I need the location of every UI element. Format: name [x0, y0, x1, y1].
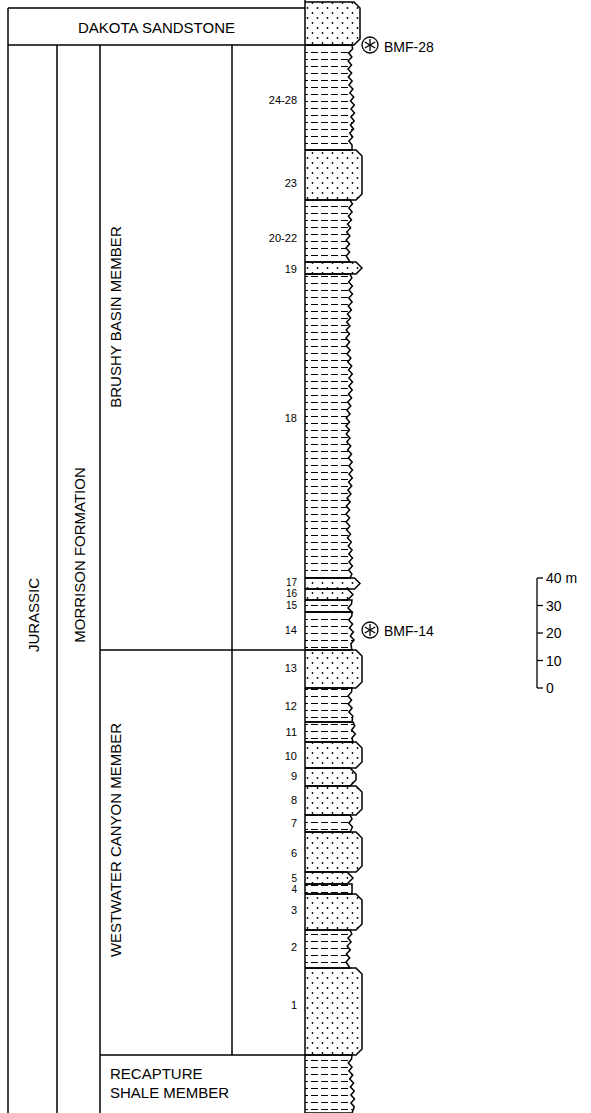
grid-line: [8, 7, 305, 9]
scale-label: 30: [546, 599, 562, 613]
bed-number: 24-28: [269, 95, 297, 106]
grid-line: [100, 649, 305, 651]
bed-number: 3: [291, 905, 297, 916]
bed-number: 18: [285, 413, 297, 424]
shale-bed: [305, 600, 352, 612]
bed-number: 19: [285, 264, 297, 275]
bed-number: 5: [291, 874, 297, 884]
grid-line: [56, 45, 58, 1113]
sandstone-bed: [305, 578, 360, 589]
grid-line: [8, 44, 305, 46]
sandstone-bed: [305, 262, 362, 274]
unit-name: JURASSIC: [25, 578, 40, 652]
unit-name: WESTWATER CANYON MEMBER: [108, 723, 123, 957]
sandstone-bed: [305, 832, 362, 872]
bed-number: 17: [286, 578, 297, 588]
bed-number: 2: [291, 942, 297, 953]
unit-name: BRUSHY BASIN MEMBER: [108, 226, 123, 407]
unit-name: MORRISON FORMATION: [71, 467, 86, 643]
member-band: WESTWATER CANYON MEMBER: [100, 650, 232, 1055]
sandstone-bed: [305, 742, 362, 768]
sandstone-bed: [305, 650, 362, 688]
bed-number: 13: [285, 663, 297, 674]
shale-bed: [305, 722, 355, 742]
scale-bar: [537, 578, 543, 688]
sandstone-bed: [305, 589, 353, 600]
formation-column: MORRISON FORMATION: [57, 45, 100, 1113]
member-band: RECAPTURE SHALE MEMBER: [100, 1055, 305, 1113]
bed-number: 7: [291, 818, 297, 829]
scale-label: 10: [546, 654, 562, 668]
bed-number: 6: [291, 848, 297, 859]
sandstone-bed: [305, 786, 362, 815]
grid-line: [99, 45, 101, 1113]
sample-label: BMF-14: [384, 624, 434, 638]
sandstone-bed: [305, 150, 362, 200]
bed-number: 9: [291, 771, 297, 782]
sample-label: BMF-28: [384, 40, 434, 54]
unit-name: RECAPTURE SHALE MEMBER: [110, 1065, 250, 1103]
scale-label: 40 m: [546, 571, 577, 585]
shale-bed: [305, 884, 352, 894]
shale-bed: [305, 688, 353, 722]
bed-number: 1: [291, 1000, 297, 1011]
sandstone-bed: [305, 872, 353, 884]
bed-number: 12: [285, 701, 297, 712]
period-column: JURASSIC: [8, 45, 57, 1113]
sandstone-bed: [305, 768, 356, 786]
sandstone-bed: [305, 894, 362, 930]
shale-bed: [305, 45, 354, 150]
bed-number: 11: [286, 727, 297, 738]
grid-line: [100, 1054, 305, 1056]
bed-number: 4: [291, 885, 297, 895]
formation-band: DAKOTA SANDSTONE: [8, 8, 305, 45]
grid-line: [7, 8, 9, 1113]
unit-name: DAKOTA SANDSTONE: [78, 20, 235, 35]
bed-number: 14: [285, 625, 297, 636]
bed-number: 16: [286, 589, 297, 599]
scale-label: 20: [546, 626, 562, 640]
shale-bed: [305, 200, 352, 262]
sample-symbol: [362, 622, 378, 638]
bed-number: 20-22: [269, 233, 297, 244]
shale-bed: [305, 1055, 354, 1113]
sandstone-bed: [305, 968, 362, 1055]
scale-label: 0: [546, 681, 554, 695]
shale-bed: [305, 815, 352, 832]
shale-bed: [305, 612, 354, 650]
bed-number: 8: [291, 795, 297, 806]
bed-number: 23: [285, 178, 297, 189]
shale-bed: [305, 930, 352, 968]
shale-bed: [305, 274, 352, 578]
bed-number: 15: [286, 601, 297, 611]
lithology-column: [305, 2, 362, 1113]
bed-number: 10: [285, 751, 297, 762]
column-grid: [8, 0, 305, 1113]
sample-symbol: [362, 37, 378, 53]
grid-line: [231, 45, 233, 1055]
sandstone-bed: [305, 2, 360, 45]
member-band: BRUSHY BASIN MEMBER: [100, 45, 232, 650]
grid-line: [304, 0, 306, 1113]
